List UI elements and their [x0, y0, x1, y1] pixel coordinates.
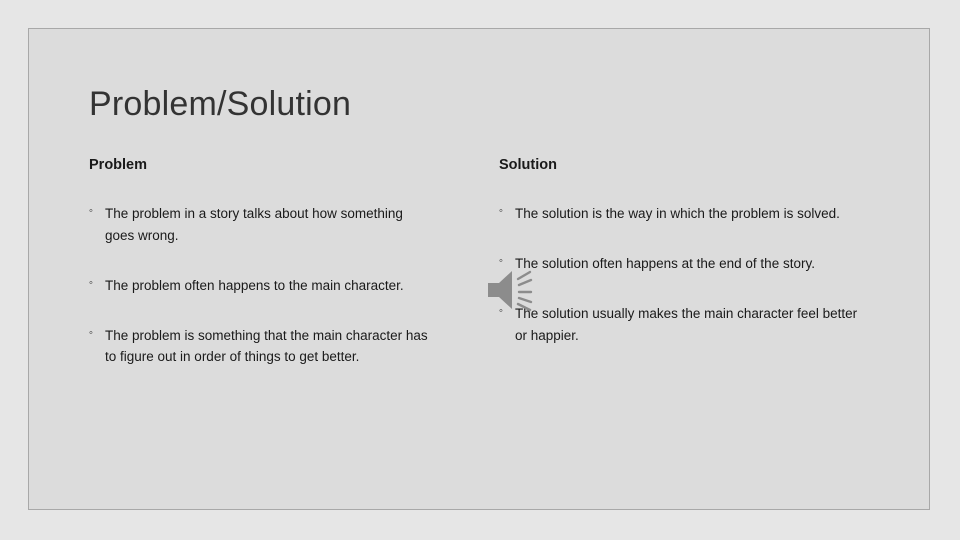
list-item-text: The solution is the way in which the pro…: [515, 206, 840, 221]
column-problem: Problem ◦ The problem in a story talks a…: [89, 157, 469, 368]
list-item: ◦ The problem often happens to the main …: [89, 275, 469, 297]
list-item: ◦ The solution usually makes the main ch…: [499, 303, 879, 347]
bullet-marker-icon: ◦: [499, 304, 503, 317]
bullet-marker-icon: ◦: [499, 205, 503, 217]
list-item: ◦ The solution often happens at the end …: [499, 253, 879, 275]
two-column-body: Problem ◦ The problem in a story talks a…: [89, 157, 879, 368]
bullet-marker-icon: ◦: [89, 205, 93, 217]
page-title: Problem/Solution: [89, 85, 352, 123]
list-item: ◦ The problem in a story talks about how…: [89, 203, 469, 247]
bullet-marker-icon: ◦: [89, 276, 93, 289]
list-item: ◦ The problem is something that the main…: [89, 325, 469, 369]
list-item-text: The problem often happens to the main ch…: [105, 277, 404, 293]
slide-canvas: Problem/Solution Problem ◦ The problem i…: [28, 28, 930, 510]
list-item-text: The problem in a story talks about how s…: [105, 206, 403, 243]
audio-speaker-icon[interactable]: [484, 262, 540, 318]
list-item: ◦ The solution is the way in which the p…: [499, 203, 879, 225]
column-solution: Solution ◦ The solution is the way in wh…: [499, 157, 879, 368]
list-item-text: The solution often happens at the end of…: [515, 255, 815, 271]
bullet-marker-icon: ◦: [499, 254, 503, 267]
bullet-marker-icon: ◦: [89, 326, 93, 339]
list-item-text: The problem is something that the main c…: [105, 327, 428, 365]
list-item-text: The solution usually makes the main char…: [515, 305, 858, 343]
column-heading-solution: Solution: [499, 157, 557, 173]
column-heading-problem: Problem: [89, 157, 148, 173]
